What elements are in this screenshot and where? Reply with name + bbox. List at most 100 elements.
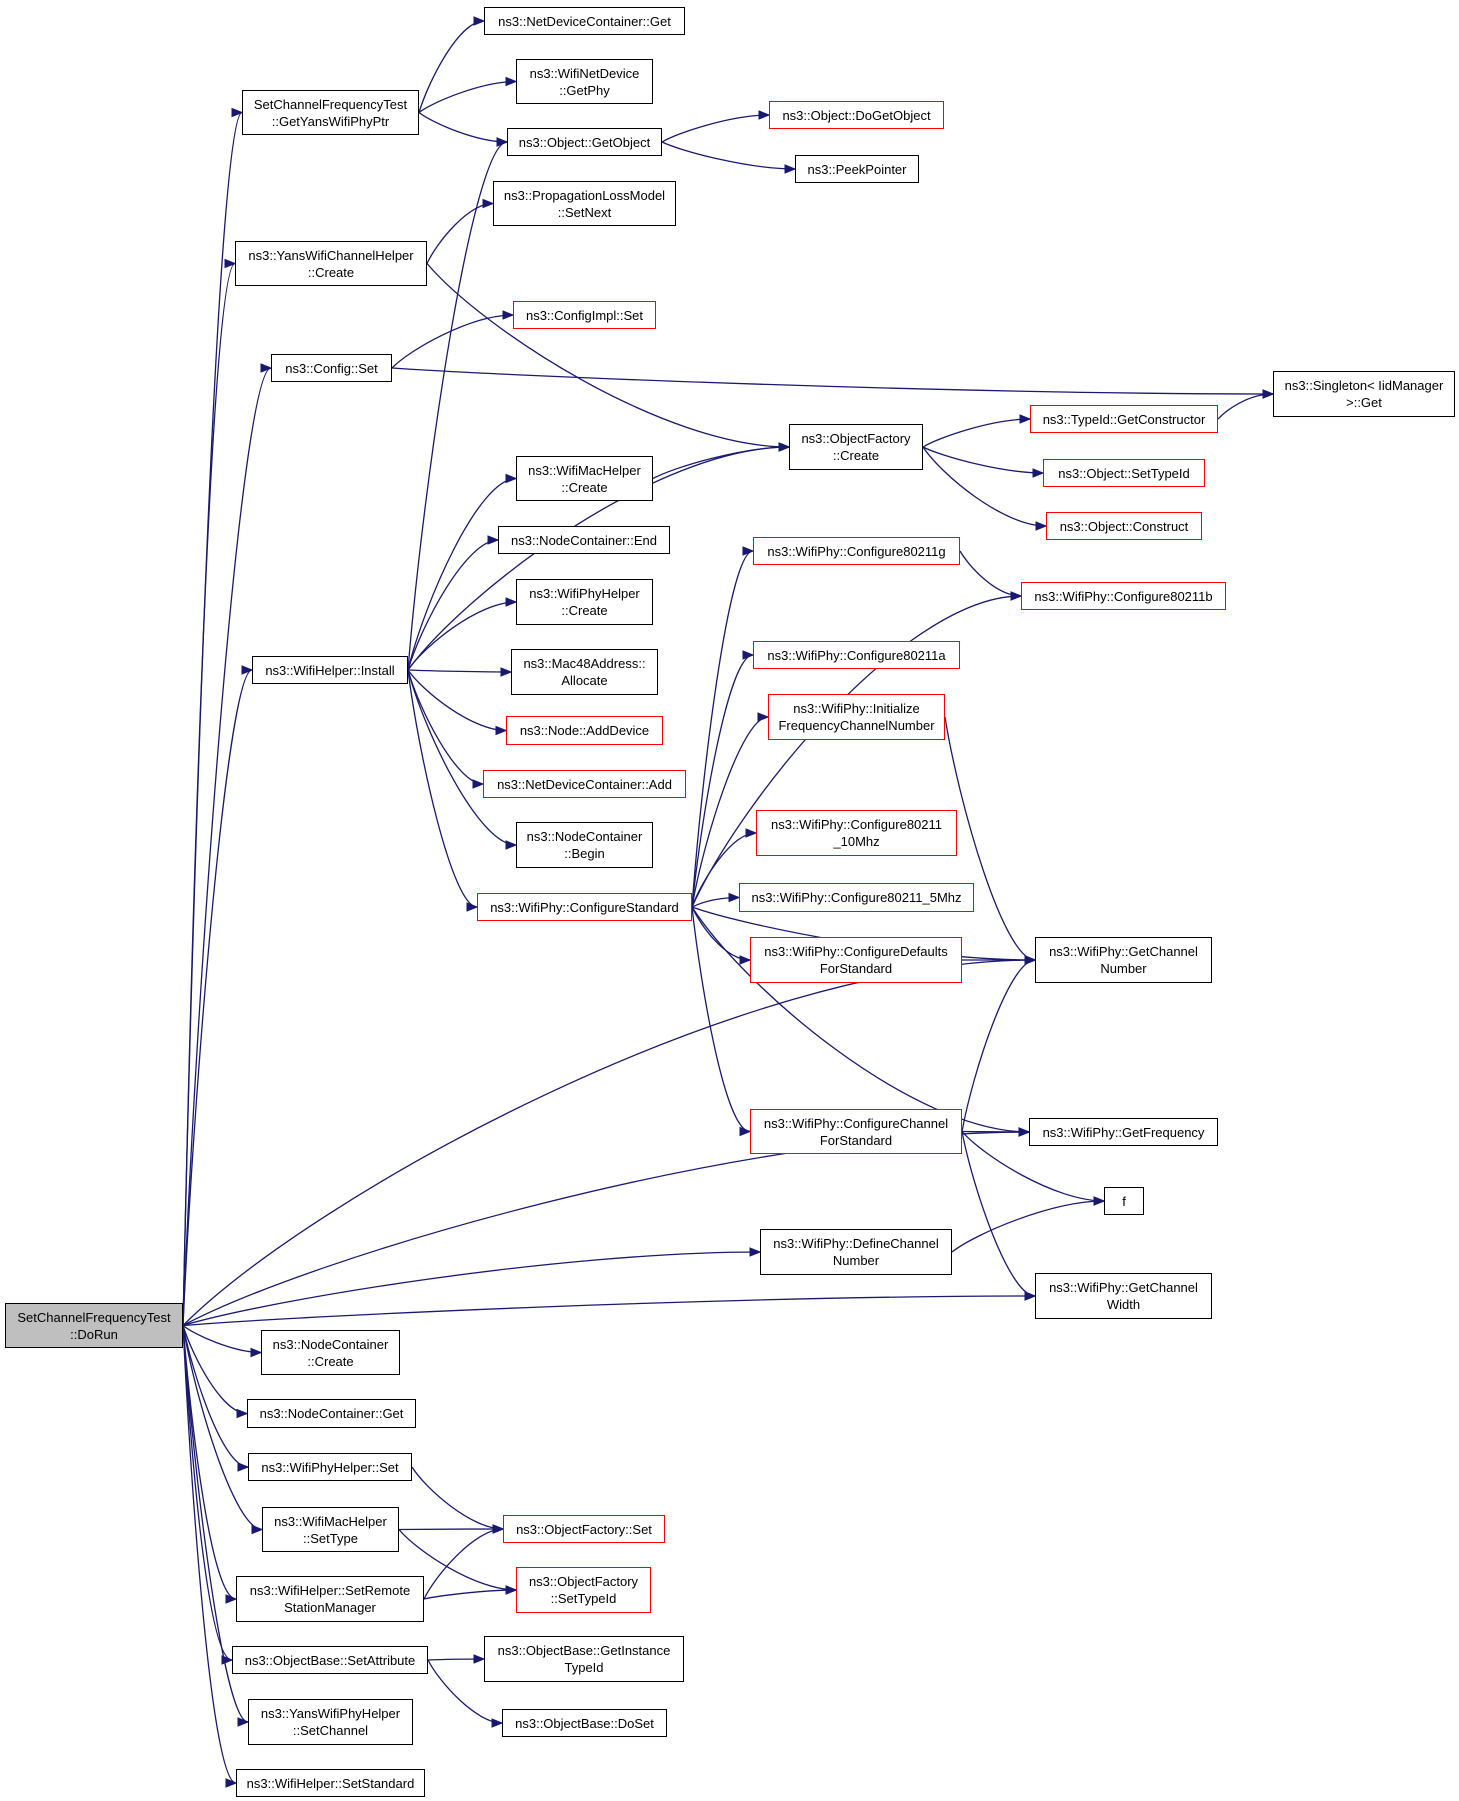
node-wifiphy-configuredefaultsforstandard[interactable]: ns3::WifiPhy::ConfigureDefaults ForStand… xyxy=(750,937,962,983)
node-wifihelper-install[interactable]: ns3::WifiHelper::Install xyxy=(252,656,408,684)
call-edge-arrowhead xyxy=(749,1247,762,1257)
call-edge xyxy=(691,906,751,1133)
call-edge-arrowhead xyxy=(1035,521,1048,531)
node-label-line: ns3::WifiPhy::GetFrequency xyxy=(1042,1124,1205,1140)
node-wifiphy-configure80211a[interactable]: ns3::WifiPhy::Configure80211a xyxy=(753,641,960,669)
node-nodecontainer-begin[interactable]: ns3::NodeContainer ::Begin xyxy=(516,822,653,868)
call-edge xyxy=(407,141,508,671)
node-wifiphy-getchannelwidth[interactable]: ns3::WifiPhy::GetChannel Width xyxy=(1035,1273,1212,1319)
node-mac48address-allocate[interactable]: ns3::Mac48Address:: Allocate xyxy=(511,649,658,695)
node-objectfactory-set[interactable]: ns3::ObjectFactory::Set xyxy=(503,1515,665,1543)
node-wifiphy-configurestandard[interactable]: ns3::WifiPhy::ConfigureStandard xyxy=(477,893,692,921)
node-wifiphy-configure80211-10mhz[interactable]: ns3::WifiPhy::Configure80211 _10Mhz xyxy=(756,810,957,856)
call-edge-arrowhead xyxy=(758,110,771,120)
call-edge xyxy=(407,669,484,785)
node-object-getobject[interactable]: ns3::Object::GetObject xyxy=(507,128,662,156)
node-wifiphy-configure80211b[interactable]: ns3::WifiPhy::Configure80211b xyxy=(1021,582,1226,610)
call-edge xyxy=(961,1131,1105,1202)
node-label-line: ns3::WifiNetDevice xyxy=(529,65,640,81)
node-nodecontainer-get[interactable]: ns3::NodeContainer::Get xyxy=(247,1399,416,1428)
node-objectbase-doset[interactable]: ns3::ObjectBase::DoSet xyxy=(502,1709,667,1737)
node-netdevicecontainer-get[interactable]: ns3::NetDeviceContainer::Get xyxy=(484,7,685,35)
node-wifiphy-initializefrequencychannelnumber[interactable]: ns3::WifiPhy::Initialize FrequencyChanne… xyxy=(768,694,945,740)
node-label-line: ns3::WifiPhy::Configure80211a xyxy=(767,647,946,663)
node-wifiphy-configure80211g[interactable]: ns3::WifiPhy::Configure80211g xyxy=(753,537,960,565)
node-f[interactable]: f xyxy=(1104,1187,1144,1215)
node-label-line: ns3::ObjectBase::GetInstance xyxy=(497,1643,671,1658)
node-label-line: SetChannelFrequencyTest xyxy=(253,96,408,112)
node-yanswifichannelhelper-create[interactable]: ns3::YansWifiChannelHelper ::Create xyxy=(235,241,427,286)
node-label-line: ns3::PeekPointer xyxy=(807,161,907,177)
node-label-line: ::SetType xyxy=(303,1530,358,1546)
call-edge-arrowhead xyxy=(505,597,518,607)
call-edge-arrowhead xyxy=(482,198,495,209)
node-label-line: ns3::WifiPhy::Initialize xyxy=(793,701,920,716)
node-label-line: ns3::NodeContainer::Get xyxy=(259,1406,404,1421)
call-edge xyxy=(182,1325,233,1661)
call-edge-arrowhead xyxy=(466,902,479,912)
node-label-line: ns3::Object::DoGetObject xyxy=(782,107,931,123)
node-object-settypeid[interactable]: ns3::Object::SetTypeId xyxy=(1043,459,1205,487)
call-edge-arrowhead xyxy=(473,16,486,26)
node-wifiphy-getchannelnumber[interactable]: ns3::WifiPhy::GetChannel Number xyxy=(1035,937,1212,983)
node-wifiphyhelper-create[interactable]: ns3::WifiPhyHelper ::Create xyxy=(516,579,653,625)
node-label-line: >::Get xyxy=(1346,395,1382,410)
node-wifimachelper-settype[interactable]: ns3::WifiMacHelper ::SetType xyxy=(262,1507,399,1552)
node-wifihelper-setstandard[interactable]: ns3::WifiHelper::SetStandard xyxy=(236,1769,425,1797)
call-edge xyxy=(418,20,485,113)
node-typeid-getconstructor[interactable]: ns3::TypeId::GetConstructor xyxy=(1030,405,1218,433)
node-nodecontainer-create[interactable]: ns3::NodeContainer ::Create xyxy=(261,1330,400,1375)
node-yanswifiphyhelper-setchannel[interactable]: ns3::YansWifiPhyHelper ::SetChannel xyxy=(248,1699,413,1745)
call-edge xyxy=(961,959,1036,1132)
node-label-line: ::SetNext xyxy=(557,204,612,220)
call-edge-arrowhead xyxy=(1010,591,1023,601)
node-netdevicecontainer-add[interactable]: ns3::NetDeviceContainer::Add xyxy=(483,770,686,798)
node-label-line: ns3::Config::Set xyxy=(285,360,378,376)
node-objectfactory-settypeid[interactable]: ns3::ObjectFactory ::SetTypeId xyxy=(516,1567,651,1613)
node-configimpl-set[interactable]: ns3::ConfigImpl::Set xyxy=(513,301,656,329)
call-edge-arrowhead xyxy=(728,892,741,903)
node-objectbase-getinstancetypeid[interactable]: ns3::ObjectBase::GetInstance TypeId xyxy=(484,1636,684,1682)
node-wifimachelper-create[interactable]: ns3::WifiMacHelper ::Create xyxy=(516,456,653,501)
call-edge xyxy=(691,550,754,908)
node-peekpointer[interactable]: ns3::PeekPointer xyxy=(795,155,919,183)
call-edge-arrowhead xyxy=(745,828,758,838)
node-setchannelfrequencytest-dorun[interactable]: SetChannelFrequencyTest ::DoRun xyxy=(5,1303,183,1348)
node-singleton-iidmanager-get[interactable]: ns3::Singleton< IidManager >::Get xyxy=(1273,371,1455,417)
call-edge-arrowhead xyxy=(1262,389,1275,399)
node-label-line: ::DoRun xyxy=(70,1326,118,1342)
node-objectbase-setattribute[interactable]: ns3::ObjectBase::SetAttribute xyxy=(232,1646,428,1674)
node-wifiphy-configurechannelforstandard[interactable]: ns3::WifiPhy::ConfigureChannel ForStanda… xyxy=(750,1109,962,1154)
node-wifihelper-setremotestationmanager[interactable]: ns3::WifiHelper::SetRemote StationManage… xyxy=(236,1576,424,1622)
node-wifinetdevice-getphy[interactable]: ns3::WifiNetDevice ::GetPhy xyxy=(516,59,653,104)
call-edge xyxy=(182,669,253,1326)
node-object-construct[interactable]: ns3::Object::Construct xyxy=(1046,512,1202,540)
call-edge-arrowhead xyxy=(487,535,500,545)
call-edge-arrowhead xyxy=(1019,414,1032,424)
node-label-line: ns3::WifiPhy::Configure80211g xyxy=(767,543,946,559)
node-wifiphyhelper-set[interactable]: ns3::WifiPhyHelper::Set xyxy=(248,1453,412,1481)
node-wifiphy-getfrequency[interactable]: ns3::WifiPhy::GetFrequency xyxy=(1029,1118,1218,1146)
call-edge-arrowhead xyxy=(491,1718,504,1728)
call-edge-arrowhead xyxy=(495,725,508,736)
node-propagationlossmodel-setnext[interactable]: ns3::PropagationLossModel ::SetNext xyxy=(493,181,676,226)
node-objectfactory-create[interactable]: ns3::ObjectFactory ::Create xyxy=(789,424,923,470)
node-label-line: ::Create xyxy=(832,448,880,463)
call-edge-arrowhead xyxy=(1024,955,1037,965)
node-label-line: ::SetTypeId xyxy=(550,1591,617,1606)
call-edge xyxy=(951,1200,1105,1253)
node-wifiphy-definechannelnumber[interactable]: ns3::WifiPhy::DefineChannel Number xyxy=(760,1229,952,1275)
call-edge xyxy=(959,550,1022,597)
node-getyanswifiphyptr[interactable]: SetChannelFrequencyTest ::GetYansWifiPhy… xyxy=(242,90,419,135)
call-edge-arrowhead xyxy=(225,1778,238,1788)
node-nodecontainer-end[interactable]: ns3::NodeContainer::End xyxy=(498,526,670,554)
node-wifiphy-configure80211-5mhz[interactable]: ns3::WifiPhy::Configure80211_5Mhz xyxy=(739,883,974,912)
node-node-adddevice[interactable]: ns3::Node::AddDevice xyxy=(506,716,663,745)
call-edge-arrowhead xyxy=(502,310,515,320)
node-object-dogetobject[interactable]: ns3::Object::DoGetObject xyxy=(769,101,944,129)
call-edge xyxy=(391,314,514,369)
node-label-line: FrequencyChannelNumber xyxy=(778,718,935,733)
node-config-set[interactable]: ns3::Config::Set xyxy=(271,354,392,382)
node-label-line: ns3::WifiMacHelper xyxy=(528,462,641,478)
